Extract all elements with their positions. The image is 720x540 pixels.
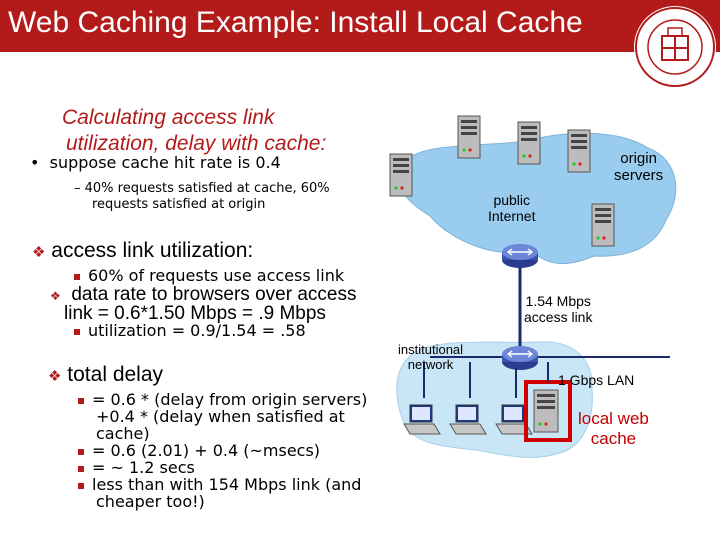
workstation-icon [449,404,487,435]
square-bullet-icon [78,448,84,455]
access-data-rate: ❖ data rate to browsers over access link… [50,284,357,324]
arrow-bullet-icon: ❖ [32,244,46,261]
utilization-text: utilization = 0.9/1.54 = .58 [88,321,306,340]
delay-text: = 0.6 (2.01) + 0.4 (~msecs) [92,441,321,460]
bullet-text: suppose cache hit rate is 0.4 [49,153,281,172]
access-link-label: 1.54 Mbps access link [524,293,592,325]
lan-label: 1 Gbps LAN [558,372,635,388]
origin-label-line-2: servers [614,167,664,184]
origin-label-line-1: origin [620,150,657,167]
institutional-network-label: institutional network [398,342,463,372]
access-sub1-text: 60% of requests use access link [88,266,345,285]
delay-text: = ~ 1.2 secs [92,458,195,477]
square-bullet-icon [78,465,84,472]
institutional-line-2: network [407,357,454,372]
sub-bullet-line-2: requests satisfied at origin [92,197,266,212]
network-diagram [389,115,677,458]
arrow-bullet-icon: ❖ [50,289,61,303]
access-link-heading: ❖ access link utilization: [32,240,253,264]
data-rate-line-1: data rate to browsers over access [71,284,357,305]
local-web-cache-label: local web cache [578,409,649,449]
delay-line-2: +0.4 * (delay when satisfied at [96,407,345,426]
bullet-cache-hit-rate: • suppose cache hit rate is 0.4 [30,153,281,172]
public-internet-label: public Internet [488,192,535,224]
square-bullet-icon [78,397,84,404]
workstation-icon [403,404,441,435]
total-delay-heading: ❖ total delay [48,364,163,388]
arrow-bullet-icon: ❖ [48,368,62,385]
server-icon [389,153,413,197]
access-heading-text: access link utilization: [51,239,254,262]
delay-line-3: cache) [96,424,150,443]
origin-servers-label: origin servers [614,150,663,184]
delay-line-6: less than with 154 Mbps link (and [78,476,361,494]
institutional-router-icon [502,346,538,370]
sub-bullet-line-1: – 40% requests satisfied at cache, 60% [74,181,330,196]
bullet-dot-icon: • [30,153,50,172]
delay-text: = 0.6 * (delay from origin servers) [92,390,368,409]
server-icon [567,129,591,173]
delay-line-5: = ~ 1.2 secs [78,459,195,477]
institutional-line-1: institutional [398,342,464,357]
total-delay-text: total delay [67,363,164,386]
slide-title: Web Caching Example: Install Local Cache [8,6,583,39]
internet-label-line-1: public [493,192,531,208]
access-link-line-2: access link [524,309,593,325]
internet-label-line-2: Internet [488,208,536,224]
university-seal-icon [634,6,716,88]
sub-bullet-cache-split: – 40% requests satisfied at cache, 60% r… [74,181,330,213]
square-bullet-icon [74,273,80,280]
heading-line-2: utilization, delay with cache: [66,132,327,155]
delay-text: less than with 154 Mbps link (and [92,475,362,494]
data-rate-line-2: link = 0.6*1.50 Mbps = .9 Mbps [64,303,326,324]
cache-server-icon [533,389,559,433]
workstation-icon [495,404,533,435]
access-link-line-1: 1.54 Mbps [525,293,591,309]
square-bullet-icon [74,328,80,335]
cache-label-line-2: cache [590,429,637,448]
server-icon [591,203,615,247]
delay-line-7: cheaper too!) [96,492,205,511]
delay-line-4: = 0.6 (2.01) + 0.4 (~msecs) [78,442,320,460]
heading-line-1: Calculating access link [62,106,275,129]
server-icon [517,121,541,165]
cache-label-line-1: local web [578,409,649,428]
internet-router-icon [502,244,538,268]
access-sub-bullet-1: 60% of requests use access link [74,267,344,285]
delay-line-1: = 0.6 * (delay from origin servers) [78,391,367,409]
title-bar: Web Caching Example: Install Local Cache [0,0,720,52]
square-bullet-icon [78,482,84,489]
server-icon [457,115,481,159]
access-sub-bullet-2: utilization = 0.9/1.54 = .58 [74,322,306,340]
